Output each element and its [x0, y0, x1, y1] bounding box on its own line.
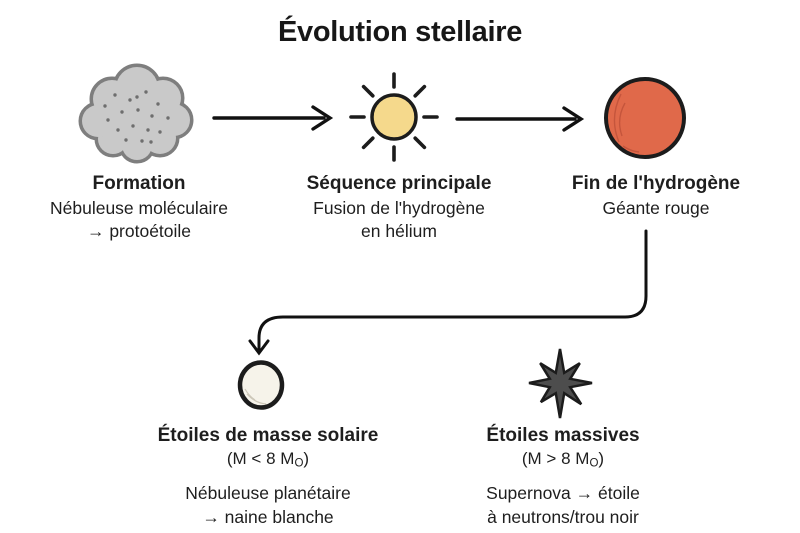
- white-dwarf-icon: [237, 360, 285, 410]
- sun-icon: [349, 72, 439, 162]
- outcome-line: à neutrons/trou noir: [487, 506, 639, 527]
- stage-main-sequence: Séquence principale Fusion de l'hydrogèn…: [262, 172, 536, 243]
- supernova-icon: [528, 348, 593, 419]
- outcome-line: Nébuleuse planétaire: [185, 482, 351, 503]
- red-giant-icon: [604, 77, 686, 159]
- stage-heading: Séquence principale: [306, 173, 492, 194]
- outcome-heading: Étoiles massives: [486, 425, 640, 446]
- stage-line: Fusion de l'hydrogène: [313, 198, 485, 218]
- stage-formation: Formation Nébuleuse moléculaire → protoé…: [4, 172, 274, 243]
- sun-rays: [349, 72, 439, 162]
- arrow-red-giant-to-white-dwarf: [248, 229, 648, 356]
- stage-line: en hélium: [361, 221, 437, 241]
- molecular-cloud-icon: [78, 63, 194, 164]
- arrow-main-sequence-to-red-giant: [455, 106, 585, 132]
- mass-condition: (M < 8 MO): [226, 449, 310, 470]
- mass-condition: (M > 8 MO): [521, 449, 605, 470]
- outcome-massive-stars: Étoiles massives (M > 8 MO) Supernova → …: [425, 424, 701, 529]
- stage-heading: Fin de l'hydrogène: [571, 173, 741, 194]
- outcome-heading: Étoiles de masse solaire: [157, 425, 379, 446]
- outcome-line: Supernova → étoile: [486, 482, 640, 503]
- cloud-speckles: [103, 90, 170, 144]
- stage-line: → protoétoile: [86, 221, 192, 241]
- solar-mass-subscript: O: [589, 457, 599, 470]
- stage-line: Géante rouge: [602, 198, 710, 218]
- outcome-line: → naine blanche: [202, 506, 334, 527]
- page-title: Évolution stellaire: [277, 16, 523, 48]
- outcome-solar-mass-stars: Étoiles de masse solaire (M < 8 MO) Nébu…: [130, 424, 406, 529]
- red-giant-shading: [613, 93, 640, 153]
- stage-heading: Formation: [92, 173, 186, 194]
- stage-line: Nébuleuse moléculaire: [49, 198, 229, 218]
- stage-hydrogen-end: Fin de l'hydrogène Géante rouge: [519, 172, 793, 220]
- solar-mass-subscript: O: [294, 457, 304, 470]
- arrow-formation-to-main-sequence: [212, 105, 334, 131]
- white-dwarf-shading: [244, 388, 267, 405]
